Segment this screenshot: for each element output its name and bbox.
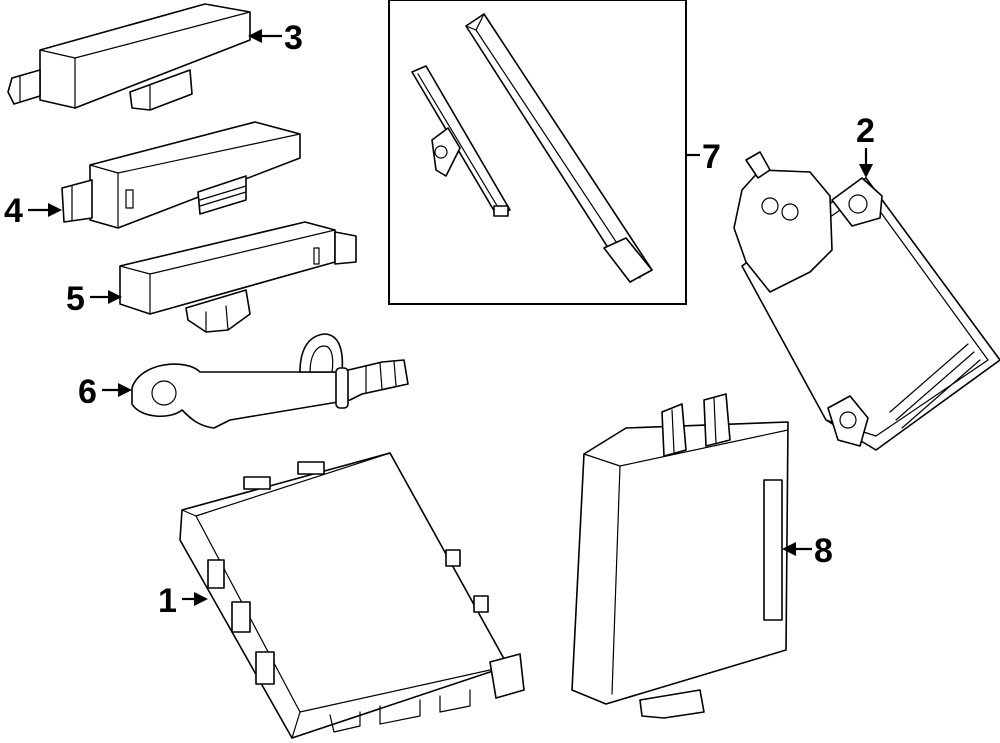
callout-6-label: 6 [78, 373, 97, 411]
part-1-module [179, 452, 525, 739]
callout-1: 1 [158, 582, 208, 620]
callout-7-label: 7 [702, 138, 721, 176]
callout-3-label: 3 [284, 19, 303, 57]
part-4-sensor [61, 121, 301, 229]
callout-5-label: 5 [66, 280, 85, 318]
callout-8-label: 8 [814, 532, 833, 570]
callout-7: 7 [702, 138, 721, 176]
callout-4: 4 [4, 192, 62, 230]
part-6-cable [131, 333, 409, 429]
part-3-sensor [7, 3, 251, 111]
callout-1-label: 1 [158, 582, 177, 620]
part-7-frame-box [388, 0, 687, 305]
part-7-strip-sensors [411, 13, 653, 283]
part-2-module [733, 151, 1000, 451]
callout-8: 8 [782, 532, 833, 570]
callout-6: 6 [78, 373, 132, 411]
part-8-module [571, 393, 789, 719]
callout-3: 3 [248, 19, 303, 57]
callout-4-label: 4 [4, 192, 23, 230]
callout-5: 5 [66, 280, 122, 318]
part-7-group [388, 0, 700, 305]
callout-2-label: 2 [856, 112, 875, 150]
callout-2: 2 [856, 112, 875, 178]
part-5-sensor [119, 221, 357, 333]
